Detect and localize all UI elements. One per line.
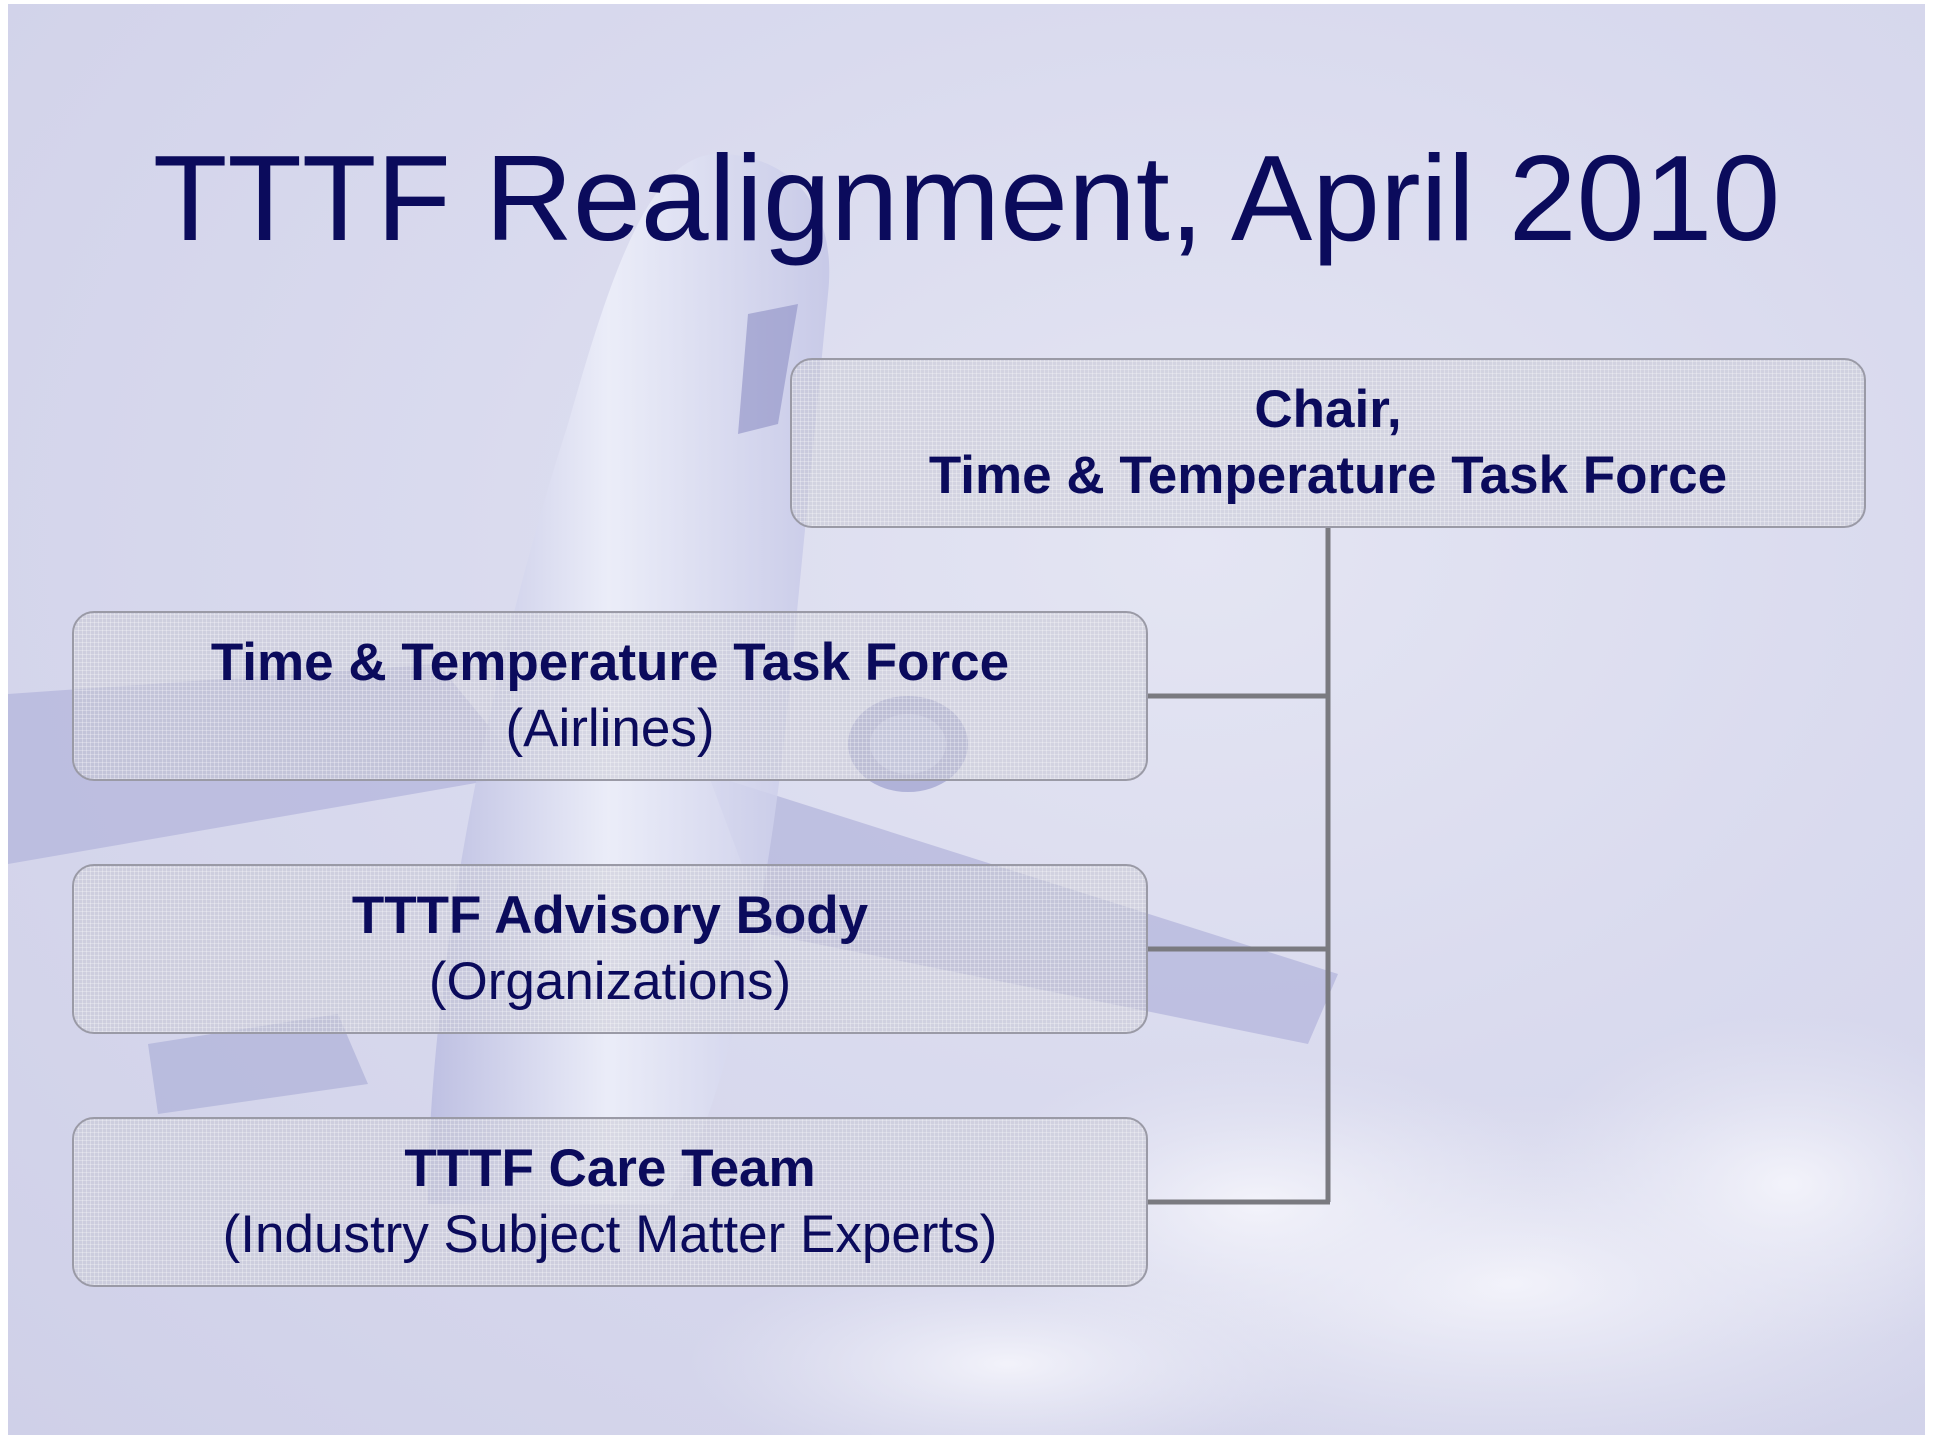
slide-title: TTTF Realignment, April 2010 <box>152 130 1781 266</box>
group-subtitle: (Airlines) <box>505 699 715 758</box>
chair-org-name: Time & Temperature Task Force <box>928 446 1728 505</box>
group-name: TTTF Care Team <box>404 1139 816 1198</box>
group-name: TTTF Advisory Body <box>351 886 869 945</box>
group-subtitle: (Organizations) <box>428 952 792 1011</box>
chair-label: Chair, <box>1254 380 1402 439</box>
care-team-box: TTTF Care Team (Industry Subject Matter … <box>72 1117 1148 1287</box>
task-force-airlines-box: Time & Temperature Task Force (Airlines) <box>72 611 1148 781</box>
org-chart-connectors <box>1148 528 1331 1205</box>
chair-box: Chair, Time & Temperature Task Force <box>790 358 1866 528</box>
slide: TTTF Realignment, April 2010 Chair, Time… <box>8 4 1925 1435</box>
advisory-body-box: TTTF Advisory Body (Organizations) <box>72 864 1148 1034</box>
group-name: Time & Temperature Task Force <box>210 633 1010 692</box>
group-subtitle: (Industry Subject Matter Experts) <box>222 1205 998 1264</box>
